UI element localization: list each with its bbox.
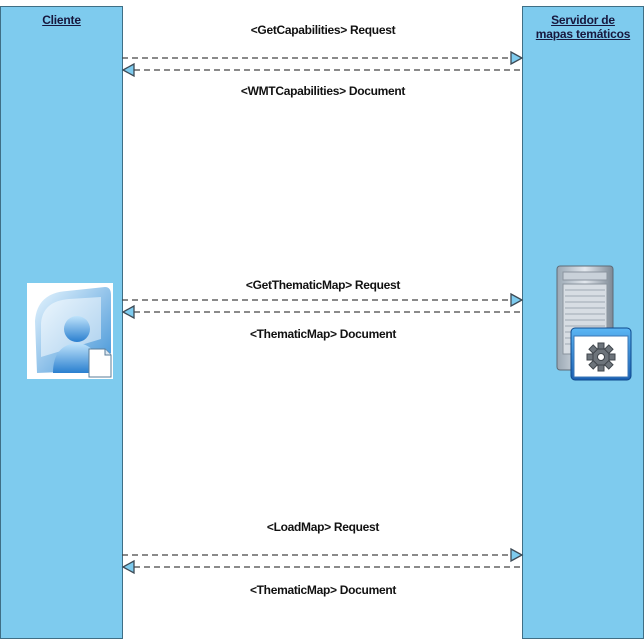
response-label-3: <ThematicMap> Document bbox=[249, 583, 397, 597]
request-label-1: <GetCapabilities> Request bbox=[250, 23, 396, 37]
client-user-document-icon bbox=[27, 283, 113, 384]
request-label-3: <LoadMap> Request bbox=[266, 520, 380, 534]
server-gear-icon bbox=[553, 264, 633, 389]
server-lane: Servidor de mapas temáticos bbox=[522, 6, 644, 639]
response-arrowhead-2 bbox=[121, 304, 135, 320]
request-arrowhead-1 bbox=[510, 50, 524, 66]
request-arrowhead-2 bbox=[510, 292, 524, 308]
response-arrowhead-3 bbox=[121, 559, 135, 575]
server-lane-title: Servidor de mapas temáticos bbox=[535, 13, 631, 41]
response-arrowhead-1 bbox=[121, 62, 135, 78]
client-lane-title: Cliente bbox=[42, 13, 81, 27]
request-arrowhead-3 bbox=[510, 547, 524, 563]
request-label-2: <GetThematicMap> Request bbox=[245, 278, 401, 292]
response-label-2: <ThematicMap> Document bbox=[249, 327, 397, 341]
response-label-1: <WMTCapabilities> Document bbox=[240, 84, 406, 98]
